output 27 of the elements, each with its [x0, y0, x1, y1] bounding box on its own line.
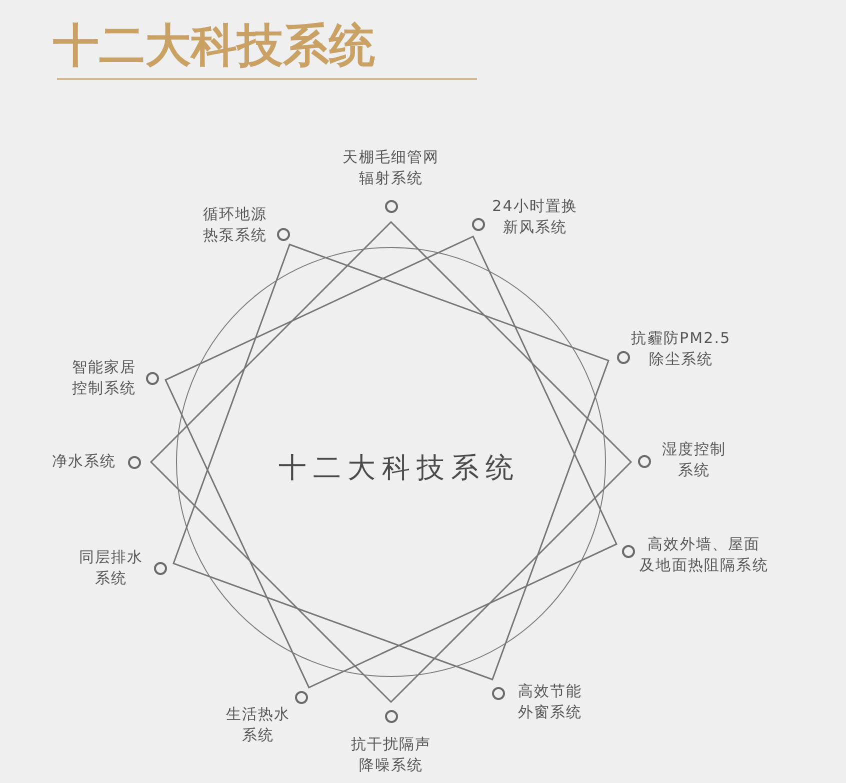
- ring-marker: [616, 350, 630, 364]
- system-label: 高效节能外窗系统: [518, 681, 582, 723]
- system-label: 同层排水系统: [78, 547, 144, 589]
- page-title: 十二大科技系统: [53, 17, 375, 73]
- system-label: 24小时置换新风系统: [492, 196, 578, 238]
- ring-marker: [384, 200, 398, 212]
- system-label: 抗霾防PM2.5除尘系统: [631, 328, 731, 370]
- ring-marker: [128, 456, 140, 468]
- ring-marker: [276, 228, 290, 240]
- system-label: 湿度控制系统: [662, 439, 726, 481]
- ring-marker: [622, 544, 634, 558]
- outer-circle: [176, 247, 606, 677]
- center-heading: 十二大科技系统: [278, 451, 520, 485]
- system-label: 智能家居控制系统: [72, 357, 136, 399]
- ring-marker: [492, 686, 504, 700]
- ring-marker: [384, 710, 398, 722]
- system-label: 循环地源热泵系统: [202, 204, 268, 246]
- system-label: 生活热水系统: [226, 704, 290, 746]
- ring-marker: [638, 454, 650, 468]
- ring-marker: [472, 218, 484, 230]
- ring-marker: [146, 372, 158, 384]
- system-label: 净水系统: [52, 451, 116, 472]
- system-label: 高效外墙、屋面及地面热阻隔系统: [640, 534, 768, 576]
- system-label: 抗干扰隔声降噪系统: [350, 734, 432, 776]
- ring-marker: [294, 690, 308, 704]
- ring-marker: [154, 562, 166, 574]
- system-label: 天棚毛细管网辐射系统: [342, 147, 440, 189]
